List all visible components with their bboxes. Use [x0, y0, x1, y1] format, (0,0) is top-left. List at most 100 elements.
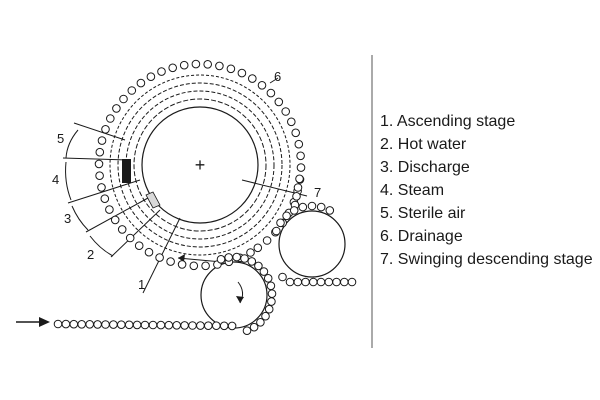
chain-bead	[119, 94, 128, 104]
section-line-6	[269, 77, 279, 84]
chain-bead	[212, 321, 221, 331]
legend-item-ascending-stage: 1. Ascending stage	[380, 113, 516, 130]
chain-bead	[191, 59, 201, 69]
chain-bead	[282, 211, 291, 221]
chain-bead	[95, 147, 105, 157]
chain-bead	[295, 174, 304, 184]
stage-label-2: 2	[87, 247, 94, 262]
chain-bead	[157, 67, 166, 76]
zone-arcs	[65, 129, 114, 257]
drum-rings	[109, 74, 291, 256]
chain-bead	[219, 321, 229, 331]
stage-label-1: 1	[138, 277, 145, 292]
stage-label-6: 6	[274, 69, 281, 84]
chain-bead	[125, 233, 135, 243]
chain-bead	[100, 194, 110, 203]
zone-arc-2	[89, 235, 114, 257]
chain-bead	[136, 78, 146, 88]
chain-bead	[109, 320, 118, 329]
chain-bead	[276, 218, 285, 228]
chain-bead	[289, 206, 299, 215]
chain-bead	[69, 319, 79, 329]
chain-bead	[134, 241, 144, 250]
drum-outer-ring	[109, 74, 291, 256]
chain-bead	[226, 64, 236, 74]
chain-bead	[132, 320, 142, 330]
drum-ring-2	[117, 82, 283, 248]
chain-bead	[307, 201, 317, 211]
chain-bead	[267, 297, 276, 306]
steam-band	[122, 159, 131, 183]
chain-bead	[232, 252, 241, 262]
chain-bead	[272, 226, 281, 236]
chain-bead	[180, 321, 189, 330]
chain-bead	[332, 277, 341, 287]
chain-bead	[53, 319, 63, 329]
chain-bead	[105, 205, 114, 214]
chain-bead	[216, 254, 226, 264]
chain-bead	[240, 254, 249, 263]
chain-bead	[168, 63, 177, 73]
chain-bead	[237, 68, 247, 78]
chain-bead	[112, 104, 121, 113]
legend-item-sterile-air: 5. Sterile air	[380, 205, 466, 222]
chain-bead	[94, 159, 104, 169]
chain-bead	[156, 320, 166, 330]
drum-ring-4	[133, 98, 267, 232]
chain-bead	[101, 320, 110, 329]
chain-bead	[97, 183, 106, 192]
chain-bead	[248, 74, 257, 83]
chain-bead	[293, 183, 303, 192]
stage-label-3: 3	[64, 211, 71, 226]
chain-bead	[61, 319, 71, 329]
chain-bead	[77, 320, 86, 329]
legend-item-drainage: 6. Drainage	[380, 228, 463, 245]
chain-bead	[298, 202, 308, 212]
chain-bead	[267, 289, 277, 299]
chain-bead	[293, 277, 303, 287]
chain-bead	[324, 277, 334, 287]
chain-bead	[296, 151, 305, 161]
zone-arc-3	[71, 205, 89, 231]
chain-bead	[224, 253, 233, 262]
chain-bead	[227, 321, 237, 331]
chain-bead	[249, 322, 259, 332]
chain-bead	[266, 281, 276, 291]
legend-item-discharge: 3. Discharge	[380, 159, 470, 176]
legend-item-hot-water: 2. Hot water	[380, 136, 467, 153]
legend: 1. Ascending stage 2. Hot water 3. Disch…	[380, 110, 595, 271]
chain-bead	[179, 60, 189, 70]
chain-bead	[247, 257, 257, 266]
chain-bead	[294, 139, 304, 149]
chain-bead	[140, 320, 150, 330]
legend-item-swinging-descending-stage: 7. Swinging descending stage	[380, 251, 593, 268]
chain-bead	[340, 277, 349, 287]
drum-ring-3	[125, 90, 275, 240]
section-line-5-top	[73, 122, 126, 141]
center-mark: +	[195, 155, 206, 175]
upper-idler-roller	[278, 210, 346, 278]
legend-item-steam: 4. Steam	[380, 182, 445, 199]
infeed-arrowhead-icon	[39, 317, 50, 327]
chain-bead	[292, 192, 301, 201]
chain-bead	[95, 171, 104, 180]
chain-bead	[155, 253, 164, 262]
chain-bead	[164, 320, 174, 330]
chain-bead	[146, 72, 156, 81]
chain-bead	[215, 61, 224, 71]
chain-bead	[110, 215, 120, 225]
drum-inner-ring	[141, 106, 259, 224]
chain-bead	[204, 321, 213, 331]
lower-idler-roller	[200, 261, 268, 329]
chain-bead	[201, 261, 210, 271]
chain-bead	[262, 236, 272, 245]
chain-bead	[189, 261, 199, 271]
chain-bead	[287, 117, 296, 127]
chain-bead	[117, 225, 127, 234]
stage-number-labels: 1 2 3 4 5 6 7	[52, 69, 321, 292]
hot-water-band	[145, 191, 161, 209]
chain-bead	[253, 243, 263, 253]
stage-label-4: 4	[52, 172, 59, 187]
rotation-arrowhead-icon	[236, 296, 244, 303]
chain-bead	[246, 248, 255, 257]
